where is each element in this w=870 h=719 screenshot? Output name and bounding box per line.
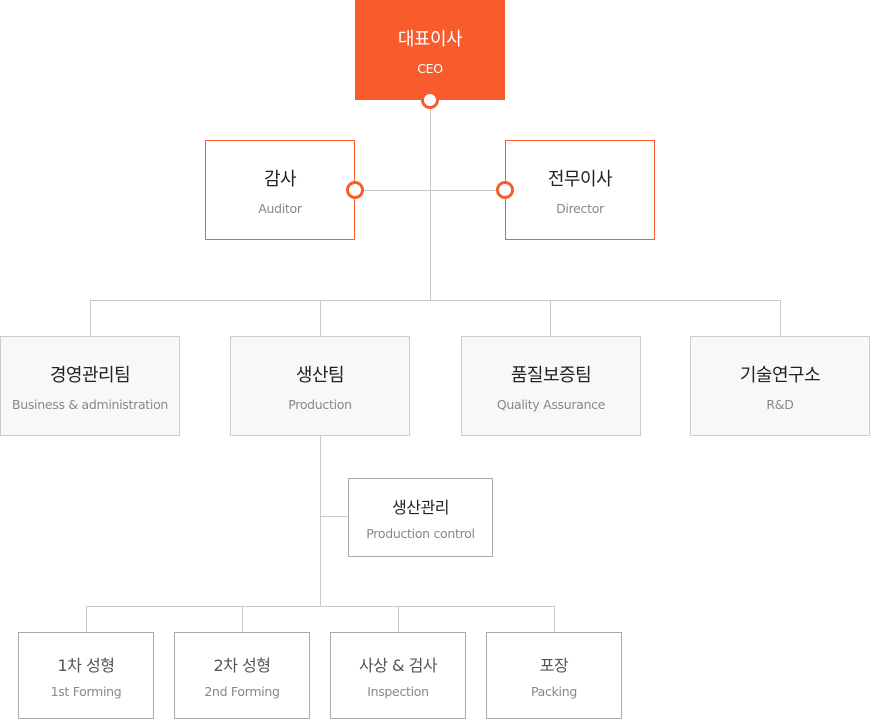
ceo-subtitle: CEO (417, 60, 443, 76)
team-subtitle: Quality Assurance (496, 396, 606, 412)
team-title: 생산팀 (295, 364, 345, 386)
auditor-connector-dot (346, 181, 364, 199)
connector-process-3 (398, 606, 399, 632)
team-quality-assurance: 품질보증팀 Quality Assurance (461, 336, 641, 436)
connector-process-2 (242, 606, 243, 632)
process-subtitle: Inspection (367, 684, 429, 699)
team-title: 경영관리팀 (49, 364, 131, 386)
production-control-subtitle: Production control (366, 526, 475, 541)
team-business-administration: 경영관리팀 Business & administration (0, 336, 180, 436)
auditor-box: 감사 Auditor (205, 140, 355, 240)
director-subtitle: Director (556, 200, 604, 216)
team-rnd: 기술연구소 R&D (690, 336, 870, 436)
team-title: 기술연구소 (739, 364, 821, 386)
connector-production-control (320, 516, 348, 517)
process-subtitle: Packing (531, 684, 577, 699)
director-connector-dot (496, 181, 514, 199)
ceo-title: 대표이사 (397, 28, 463, 50)
team-title: 품질보증팀 (510, 364, 592, 386)
connector-processes-horizontal (86, 606, 555, 607)
connector-teams-horizontal (90, 300, 781, 301)
process-title: 1차 성형 (57, 656, 115, 675)
process-1st-forming: 1차 성형 1st Forming (18, 632, 154, 719)
production-control-box: 생산관리 Production control (348, 478, 493, 557)
connector-ceo-vertical (430, 100, 431, 300)
process-inspection: 사상 & 검사 Inspection (330, 632, 466, 719)
process-packing: 포장 Packing (486, 632, 622, 719)
process-subtitle: 1st Forming (50, 684, 122, 699)
director-title: 전무이사 (547, 168, 613, 190)
connector-team-1 (90, 300, 91, 336)
process-title: 사상 & 검사 (358, 656, 438, 675)
connector-process-4 (554, 606, 555, 632)
connector-executives (355, 190, 505, 191)
connector-team-4 (780, 300, 781, 336)
auditor-title: 감사 (263, 168, 297, 190)
ceo-box: 대표이사 CEO (355, 0, 505, 100)
team-subtitle: R&D (766, 396, 794, 412)
team-subtitle: Production (288, 396, 352, 412)
team-production: 생산팀 Production (230, 336, 410, 436)
process-title: 2차 성형 (213, 656, 271, 675)
team-subtitle: Business & administration (11, 396, 169, 412)
production-control-title: 생산관리 (392, 498, 449, 517)
ceo-connector-dot (421, 91, 439, 109)
director-box: 전무이사 Director (505, 140, 655, 240)
connector-team-2 (320, 300, 321, 336)
auditor-subtitle: Auditor (258, 200, 302, 216)
connector-process-1 (86, 606, 87, 632)
connector-production-vertical (320, 436, 321, 606)
process-title: 포장 (539, 656, 569, 675)
process-2nd-forming: 2차 성형 2nd Forming (174, 632, 310, 719)
connector-team-3 (550, 300, 551, 336)
process-subtitle: 2nd Forming (204, 684, 280, 699)
